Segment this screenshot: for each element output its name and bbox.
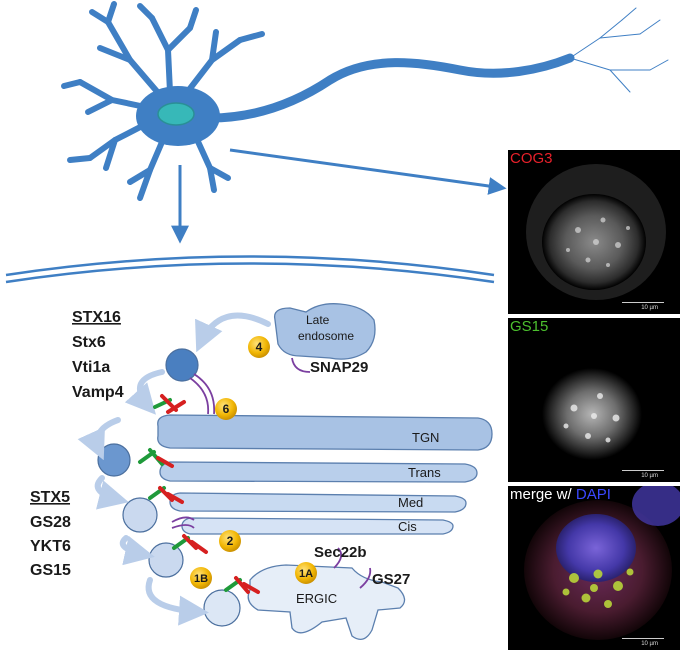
snare-complex-trans bbox=[138, 448, 174, 468]
trans-label: Trans bbox=[408, 465, 441, 480]
merge-label-prefix: merge w/ bbox=[510, 486, 576, 503]
gs15-label: GS15 bbox=[30, 562, 71, 579]
gs15-scale-bar bbox=[622, 470, 664, 471]
arrow-to-micrographs bbox=[229, 148, 507, 195]
golgi-stack bbox=[157, 303, 493, 641]
gs15-label: GS15 bbox=[510, 318, 549, 335]
vamp4-label: Vamp4 bbox=[72, 384, 124, 401]
step-badge-4: 4 bbox=[256, 340, 263, 354]
gs15-cell-image bbox=[542, 368, 642, 460]
cog3-cell-image bbox=[526, 164, 666, 300]
snare-complexes bbox=[138, 394, 260, 594]
stx16-heading: STX16 bbox=[72, 309, 121, 326]
late-endosome bbox=[273, 303, 376, 360]
micrograph-gs15: GS15 10 µm bbox=[508, 318, 680, 482]
cog3-label: COG3 bbox=[510, 150, 553, 167]
snap29-label: SNAP29 bbox=[310, 359, 368, 376]
gs28-label: GS28 bbox=[30, 514, 71, 531]
plasma-membrane bbox=[5, 255, 495, 284]
gs15-scale-label: 10 µm bbox=[641, 473, 658, 479]
merge-label: merge w/ DAPI bbox=[510, 486, 611, 504]
ykt6-label: YKT6 bbox=[30, 538, 71, 555]
med-label: Med bbox=[398, 495, 423, 510]
vesicles bbox=[97, 348, 241, 627]
cog3-scale-bar bbox=[622, 302, 664, 303]
merge-scale-bar bbox=[622, 638, 664, 639]
step-badge-6: 6 bbox=[223, 402, 230, 416]
cis-cisterna bbox=[181, 517, 454, 535]
snare-complex-med bbox=[148, 486, 184, 504]
micrograph-merge: merge w/ DAPI 10 µm bbox=[508, 486, 680, 650]
neuron-illustration bbox=[61, 1, 669, 201]
micrograph-cog3: COG3 10 µm bbox=[508, 150, 680, 314]
step-badge-1b: 1B bbox=[194, 573, 208, 585]
snare-complex-6 bbox=[153, 394, 186, 414]
ergic-label: ERGIC bbox=[296, 591, 337, 606]
vti1a-label: Vti1a bbox=[72, 359, 110, 376]
tgn-label: TGN bbox=[412, 430, 439, 445]
gs27-label: GS27 bbox=[372, 571, 410, 588]
late-endosome-label-line1: Late bbox=[306, 313, 330, 327]
snare-complex-1b bbox=[224, 576, 260, 594]
late-endosome-label-line2: endosome bbox=[298, 329, 354, 343]
merge-label-dapi: DAPI bbox=[575, 486, 611, 503]
snare-group-er-golgi: STX5 GS28 YKT6 GS15 bbox=[30, 489, 71, 579]
snare-group-golgi-endosome: STX16 Stx6 Vti1a Vamp4 bbox=[72, 309, 124, 401]
stx5-heading: STX5 bbox=[30, 489, 70, 506]
trans-cisterna bbox=[159, 461, 478, 483]
step-badge-1a: 1A bbox=[299, 568, 313, 580]
step-badge-2: 2 bbox=[227, 534, 234, 548]
neuron-cell-body bbox=[136, 86, 220, 146]
snare-complex-2 bbox=[172, 534, 208, 554]
merge-cell-image bbox=[524, 486, 680, 640]
tgn-cisterna bbox=[157, 414, 493, 451]
retrograde-arrows bbox=[77, 312, 271, 626]
compartment-labels: Late endosome TGN Trans Med Cis ERGIC bbox=[296, 313, 441, 606]
cog3-scale-label: 10 µm bbox=[641, 305, 658, 311]
step-badges: 4 6 2 1B 1A bbox=[190, 336, 317, 589]
merge-scale-label: 10 µm bbox=[641, 641, 658, 647]
sec22b-label: Sec22b bbox=[314, 544, 367, 561]
purple-snare-tethers bbox=[171, 357, 372, 589]
cis-label: Cis bbox=[398, 519, 417, 534]
stx6-label: Stx6 bbox=[72, 334, 106, 351]
snare-protein-labels: SNAP29 Sec22b GS27 bbox=[310, 359, 410, 588]
